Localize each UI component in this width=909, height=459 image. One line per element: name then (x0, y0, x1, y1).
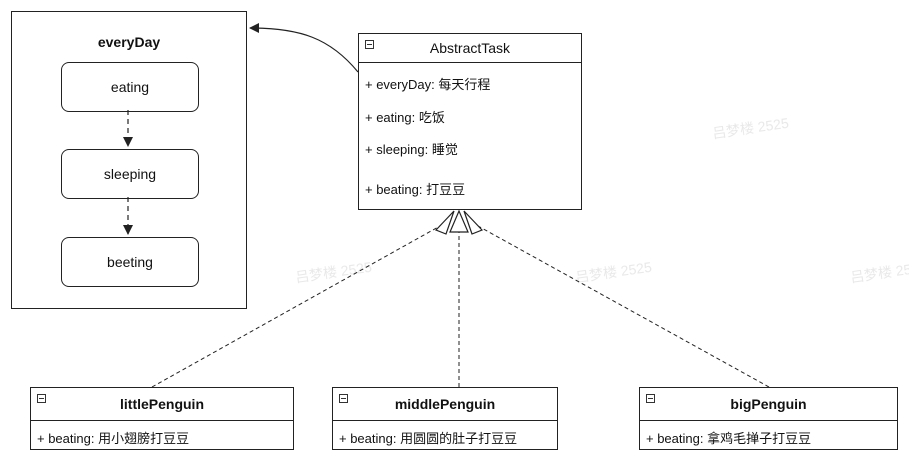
little-penguin-name: littlePenguin (120, 396, 204, 412)
field-middle-beating: + beating: 用圆圆的肚子打豆豆 (339, 431, 518, 446)
association-arrow[interactable] (249, 23, 359, 73)
realization-head-little (434, 210, 455, 235)
field-everyday: + everyDay: 每天行程 (365, 77, 491, 92)
field-beating: + beating: 打豆豆 (365, 182, 466, 197)
watermark: 吕梦楼 2525 (574, 258, 653, 286)
middle-penguin-class[interactable]: middlePenguin + beating: 用圆圆的肚子打豆豆 (332, 387, 558, 450)
realization-head-middle (449, 209, 469, 233)
field-sleeping: + sleeping: 睡觉 (365, 142, 458, 157)
state-sleeping[interactable]: sleeping (61, 149, 199, 199)
little-penguin-class[interactable]: littlePenguin + beating: 用小翅膀打豆豆 (30, 387, 294, 450)
big-penguin-header: bigPenguin (640, 388, 897, 421)
collapse-icon[interactable] (646, 394, 655, 403)
middle-penguin-name: middlePenguin (394, 396, 496, 412)
watermark: 吕梦楼 2525 (294, 258, 373, 286)
state-beeting[interactable]: beeting (61, 237, 199, 287)
collapse-icon[interactable] (339, 394, 348, 403)
field-big-beating: + beating: 拿鸡毛掸子打豆豆 (646, 431, 812, 446)
big-penguin-class[interactable]: bigPenguin + beating: 拿鸡毛掸子打豆豆 (639, 387, 898, 450)
abstract-task-header: AbstractTask (359, 34, 581, 63)
realization-head-big (463, 210, 484, 235)
field-little-beating: + beating: 用小翅膀打豆豆 (37, 431, 190, 446)
collapse-icon[interactable] (365, 40, 374, 49)
collapse-icon[interactable] (37, 394, 46, 403)
middle-penguin-header: middlePenguin (333, 388, 557, 421)
abstract-task-name: AbstractTask (429, 40, 511, 56)
everyday-frame: everyDay eating sleeping beeting (11, 11, 247, 309)
watermark: 吕梦楼 2525 (711, 114, 790, 142)
state-eating[interactable]: eating (61, 62, 199, 112)
realization-big[interactable] (477, 225, 770, 388)
abstract-task-class[interactable]: AbstractTask + everyDay: 每天行程 + eating: … (358, 33, 582, 210)
watermark: 吕梦楼 2525 (849, 258, 909, 286)
everyday-title: everyDay (97, 34, 161, 50)
field-eating: + eating: 吃饭 (365, 110, 445, 125)
big-penguin-name: bigPenguin (730, 396, 807, 412)
little-penguin-header: littlePenguin (31, 388, 293, 421)
